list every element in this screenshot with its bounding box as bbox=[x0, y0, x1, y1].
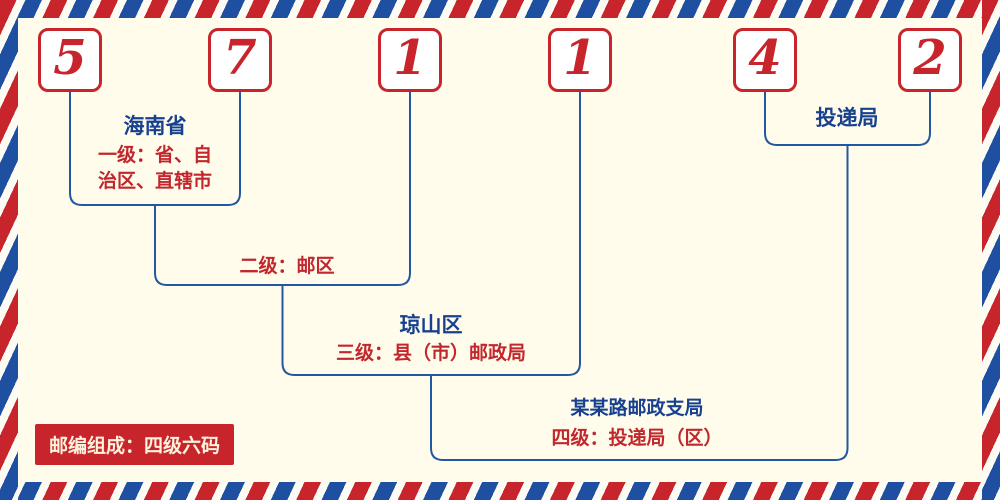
digit-4: 1 bbox=[563, 30, 597, 86]
level4-label: 四级：投递局（区） bbox=[551, 428, 723, 449]
digit-box-6: 2 bbox=[898, 28, 962, 92]
digit-box-2: 7 bbox=[208, 28, 272, 92]
level1-label-line1: 一级：省、自 bbox=[97, 145, 213, 166]
digit-box-3: 1 bbox=[378, 28, 442, 92]
level3-label: 三级：县（市）邮政局 bbox=[335, 343, 527, 364]
digit-1: 5 bbox=[53, 30, 87, 86]
airmail-border-top bbox=[0, 0, 1000, 18]
digit-box-1: 5 bbox=[38, 28, 102, 92]
composition-badge: 邮编组成：四级六码 bbox=[35, 424, 235, 465]
branch-name-label: 某某路邮政支局 bbox=[570, 398, 704, 419]
level1-label-line2: 治区、直辖市 bbox=[97, 171, 213, 192]
digit-6: 2 bbox=[913, 30, 947, 86]
digit-box-4: 1 bbox=[548, 28, 612, 92]
airmail-border-bottom bbox=[0, 482, 1000, 500]
district-name-label: 琼山区 bbox=[399, 314, 463, 337]
digit-2: 7 bbox=[223, 30, 257, 86]
digit-3: 1 bbox=[393, 30, 427, 86]
airmail-border-right bbox=[982, 0, 1000, 500]
province-name-label: 海南省 bbox=[123, 115, 187, 138]
delivery-office-label: 投递局 bbox=[815, 107, 879, 130]
digit-5: 4 bbox=[748, 30, 782, 86]
airmail-border-left bbox=[0, 0, 18, 500]
level2-label: 二级：邮区 bbox=[239, 256, 335, 277]
digit-box-5: 4 bbox=[733, 28, 797, 92]
